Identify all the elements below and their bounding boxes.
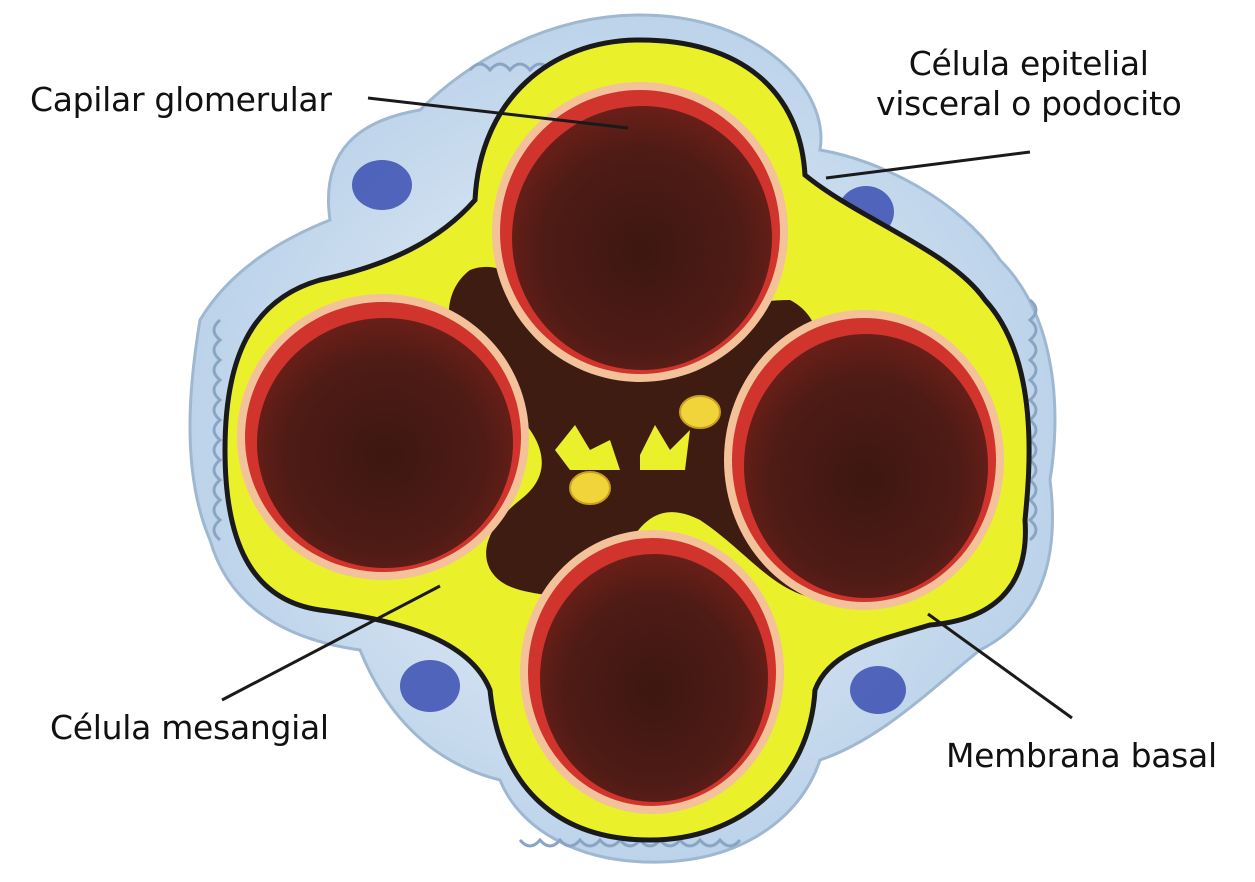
label-podocito-line1: Célula epitelial [876,44,1181,84]
capillary-left [237,294,529,580]
label-celula-mesangial: Célula mesangial [50,708,329,748]
label-membrana-basal: Membrana basal [946,736,1217,776]
capillary-right [724,310,1004,610]
label-podocito-line2: visceral o podocito [876,84,1181,124]
label-podocito: Célula epitelial visceral o podocito [876,44,1181,125]
capillary-top [492,82,788,382]
capillary-bottom [520,530,784,814]
label-capilar-glomerular: Capilar glomerular [30,80,332,120]
